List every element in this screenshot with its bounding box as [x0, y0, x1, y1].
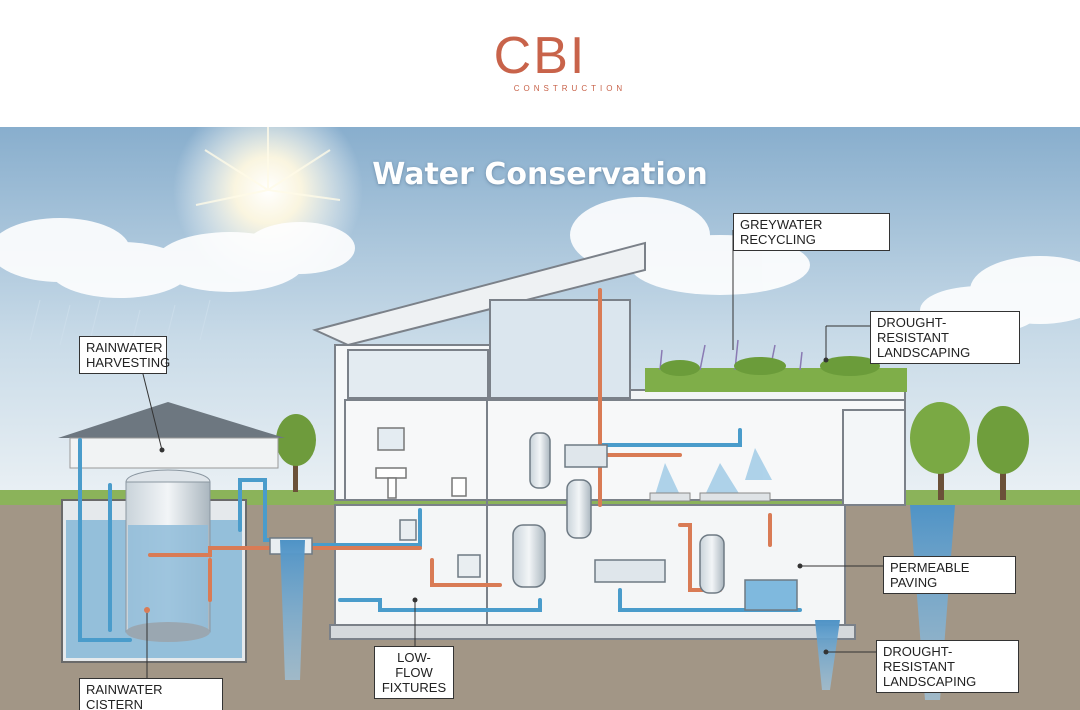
label-low-flow-fixtures: LOW-FLOW FIXTURES	[374, 646, 454, 699]
waterfall-center	[815, 620, 840, 690]
label-rainwater-harvesting: RAINWATER HARVESTING	[79, 336, 170, 374]
bathroom	[375, 427, 467, 499]
label-greywater-recycling: GREYWATER RECYCLING	[733, 213, 890, 251]
pump-house	[58, 402, 285, 469]
shower-trays	[649, 492, 771, 502]
cistern-tank	[125, 469, 211, 642]
label-drought-resistant-landscaping-ground: DROUGHT-RESISTANT LANDSCAPING	[876, 640, 1019, 693]
label-rainwater-cistern: RAINWATER CISTERN	[79, 678, 223, 710]
logo-subtitle: CONSTRUCTION	[513, 84, 627, 93]
green-roof	[645, 339, 907, 392]
header: CBI CONSTRUCTION	[0, 0, 1080, 127]
waterfall-left	[280, 540, 305, 680]
label-permeable-paving: PERMEABLE PAVING	[883, 556, 1016, 594]
trees-right	[910, 402, 1029, 500]
sun-rays	[195, 127, 341, 206]
tree-left	[276, 414, 316, 492]
label-drought-resistant-landscaping-roof: DROUGHT-RESISTANT LANDSCAPING	[870, 311, 1020, 364]
house-cross-section-illustration	[0, 127, 1080, 710]
showers	[655, 448, 772, 495]
cbi-logo: CBI	[493, 27, 587, 85]
diagram-title: Water Conservation	[372, 157, 708, 192]
leader-dots	[144, 357, 829, 655]
